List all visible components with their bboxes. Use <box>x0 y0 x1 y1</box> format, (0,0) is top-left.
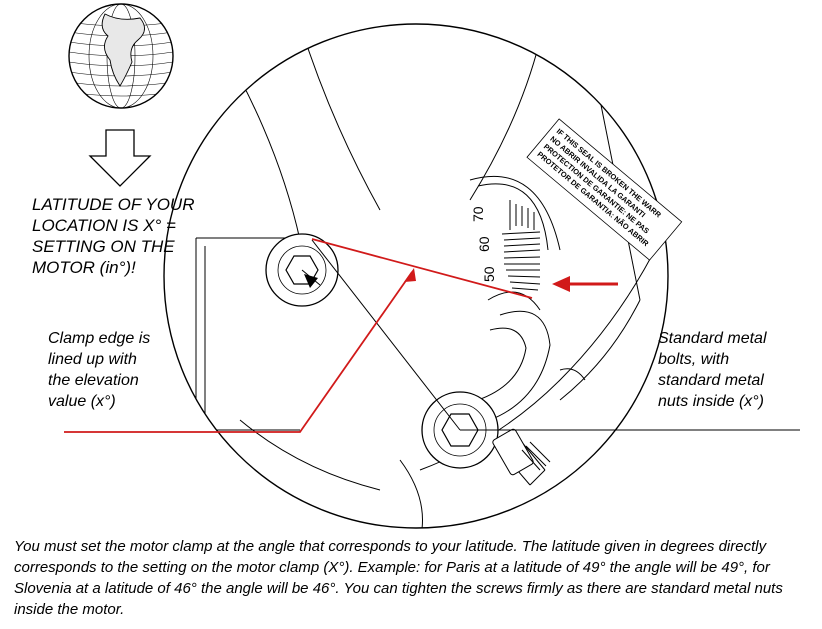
red-scale-arrow-icon <box>552 276 618 292</box>
clamp-edge-arrowhead <box>404 268 416 282</box>
clamp-edge-label: Clamp edge is lined up with the elevatio… <box>48 330 151 410</box>
elevation-scale <box>501 200 541 291</box>
latitude-label: LATITUDE OF YOUR LOCATION IS X° = SETTIN… <box>32 195 195 277</box>
instructions-caption: You must set the motor clamp at the angl… <box>14 538 783 618</box>
side-nut-icon <box>492 428 551 476</box>
bolts-label: Standard metal bolts, with standard meta… <box>658 330 767 410</box>
globe-icon <box>68 3 174 109</box>
down-arrow-icon <box>88 129 152 187</box>
bolt-pointer-arrowhead <box>304 274 318 288</box>
scale-label-60: 60 <box>476 236 492 252</box>
scale-label-50: 50 <box>481 266 497 282</box>
clamp-edge-marker <box>64 238 533 433</box>
scale-label-70: 70 <box>470 206 486 222</box>
magnified-view: 70 60 50 IF THIS SEAL IS BROKEN THE WARR… <box>163 23 683 529</box>
